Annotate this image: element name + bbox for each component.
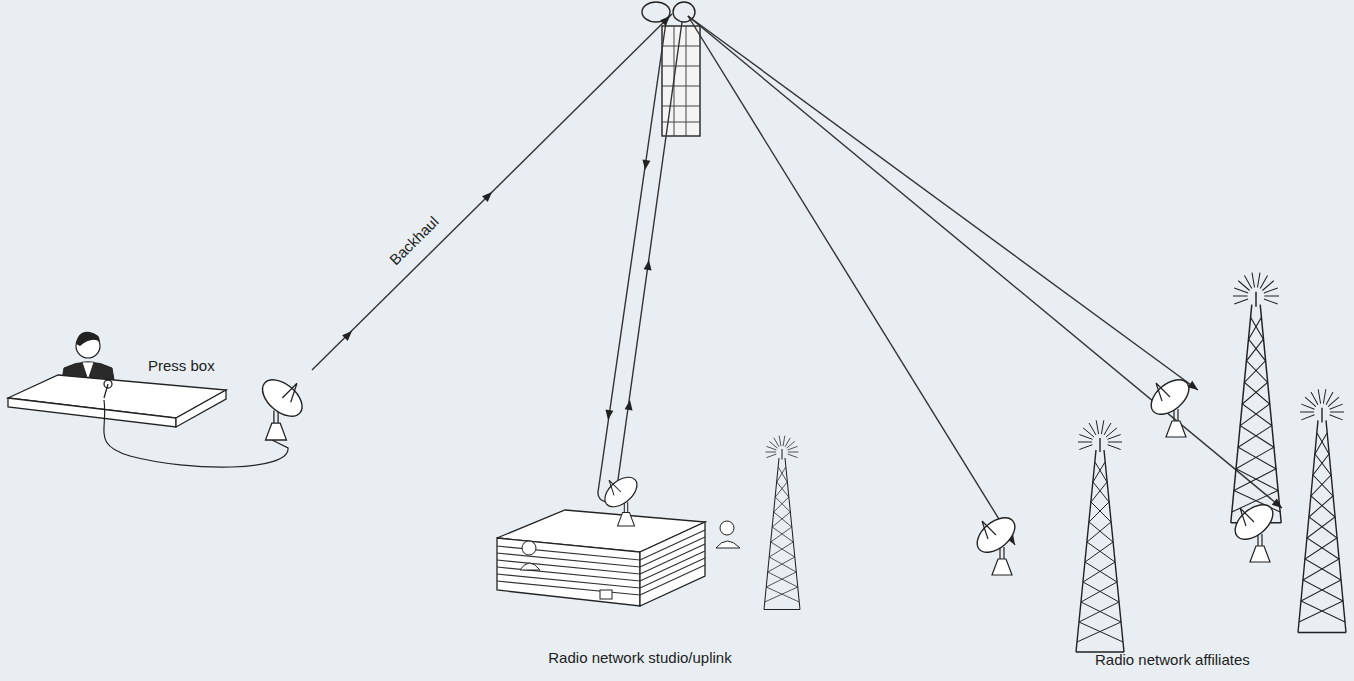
person-figure — [520, 541, 540, 570]
announcer-hair — [76, 332, 100, 346]
affiliate-dish — [1229, 498, 1279, 562]
affiliate-group: Radio network affiliates — [990, 290, 1350, 675]
arrowhead — [1188, 381, 1201, 393]
affiliate-dish — [971, 511, 1021, 575]
signal-paths — [312, 13, 1285, 547]
arrowhead — [604, 410, 613, 421]
arrowhead — [482, 189, 495, 202]
downlink — [688, 16, 1198, 390]
desk-front — [8, 398, 176, 427]
studio-dish — [599, 472, 642, 526]
press-box-dish — [256, 373, 309, 440]
downlink — [688, 16, 1015, 545]
arrowhead — [644, 259, 653, 270]
person-figure — [716, 521, 740, 548]
studio-tower — [764, 436, 800, 610]
affiliate-dish — [1145, 373, 1195, 437]
node-label: Radio network studio/uplink — [548, 649, 731, 666]
node-label: Press box — [148, 357, 215, 374]
affiliate-tower — [1076, 420, 1124, 652]
building-stripes — [497, 530, 705, 595]
desk-side — [176, 390, 226, 427]
affiliate-tower — [1231, 273, 1281, 523]
affiliate-stations — [971, 273, 1346, 652]
arrowhead — [342, 328, 355, 341]
press-box: Press box — [8, 330, 233, 435]
microphone — [104, 380, 112, 398]
backhaul-link — [312, 14, 672, 370]
press-box-scene — [8, 332, 309, 467]
link-label: Backhaul — [386, 212, 442, 267]
building-door — [600, 590, 612, 599]
arrowhead — [641, 160, 650, 171]
studio-building — [497, 436, 800, 610]
uplink-downlink-loop — [598, 22, 682, 502]
studio-uplink: Radio network studio/uplink — [480, 500, 800, 670]
cable — [104, 400, 288, 467]
arrowhead — [660, 13, 673, 26]
downlink — [688, 16, 1282, 508]
arrowhead — [625, 399, 634, 410]
affiliate-tower — [1298, 389, 1346, 632]
node-label: Radio network affiliates — [1095, 651, 1250, 668]
